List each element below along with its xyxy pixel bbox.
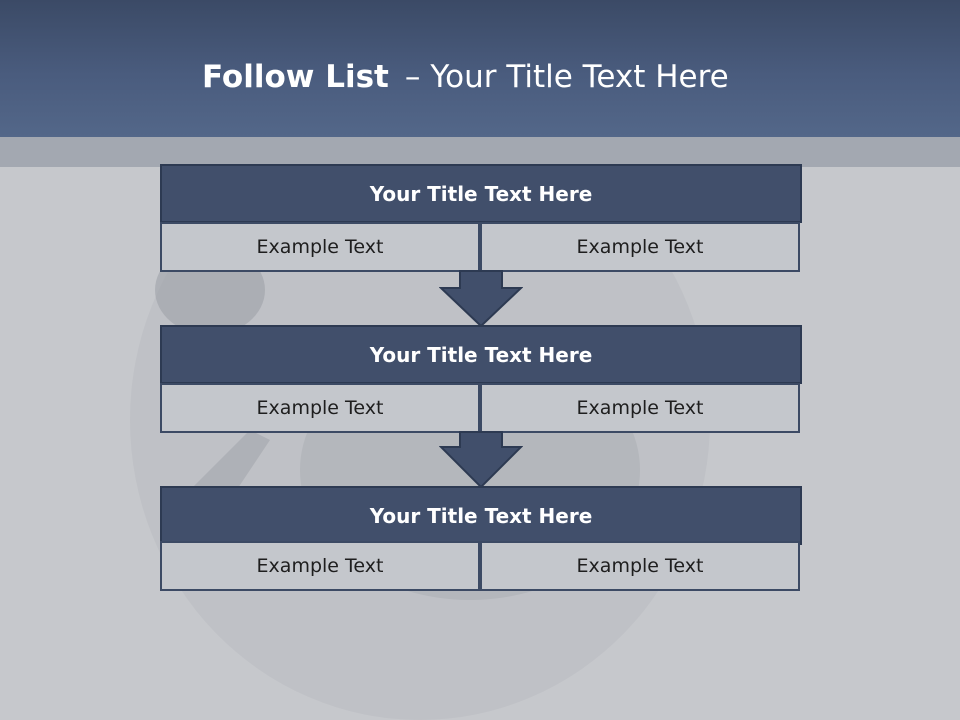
block-cell-left: Example Text [160, 383, 480, 433]
arrow-down-icon [439, 270, 523, 328]
block-cell-right: Example Text [480, 541, 800, 591]
slide-title-rest: Your Title Text Here [430, 59, 729, 95]
block-title: Your Title Text Here [160, 486, 802, 545]
block-cell-left: Example Text [160, 222, 480, 272]
slide-title: Follow List – Your Title Text Here [202, 52, 729, 102]
block-cell-right: Example Text [480, 222, 800, 272]
header-band [0, 0, 960, 137]
slide-title-separator: – [404, 59, 421, 95]
arrow-down-icon [439, 431, 523, 489]
block-title: Your Title Text Here [160, 325, 802, 384]
block-cell-right: Example Text [480, 383, 800, 433]
slide-title-bold: Follow List [202, 59, 389, 95]
block-cell-left: Example Text [160, 541, 480, 591]
block-title: Your Title Text Here [160, 164, 802, 223]
header-strip [0, 137, 960, 167]
